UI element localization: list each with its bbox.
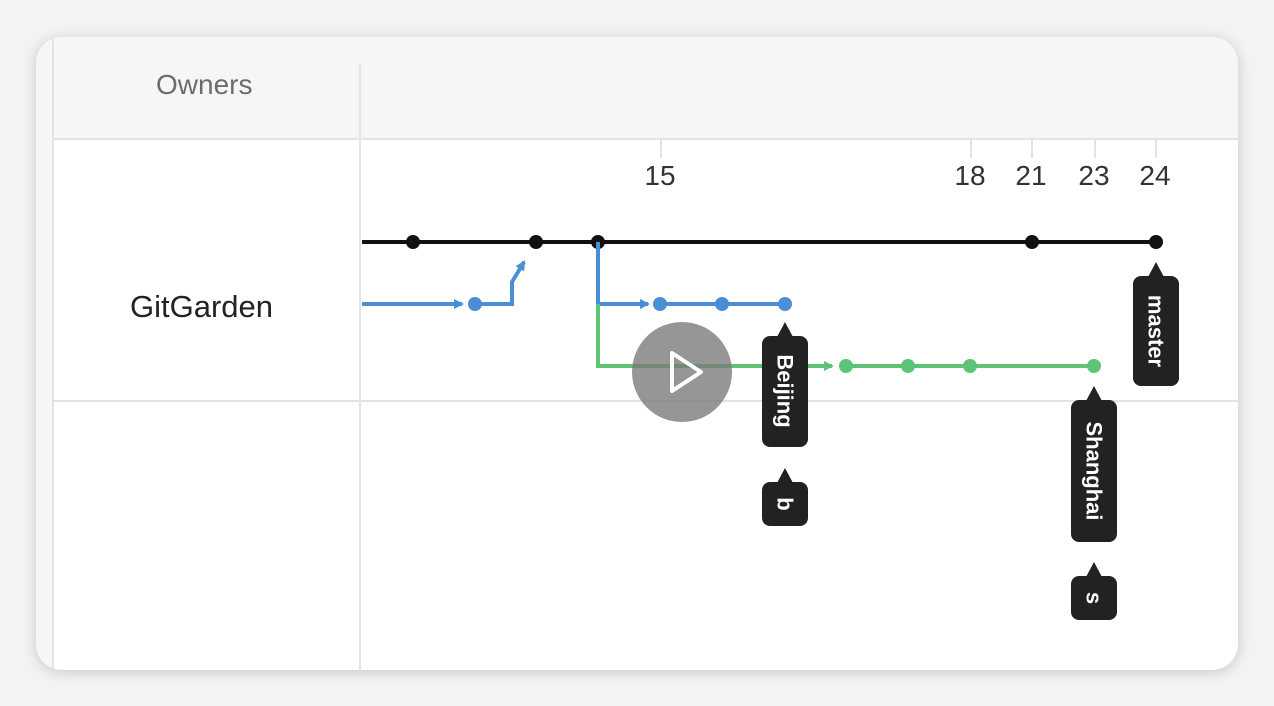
tag-label-text: b [773, 497, 798, 510]
branch-beijing [362, 242, 792, 311]
left-gutter [36, 37, 54, 670]
commit-node[interactable] [1025, 235, 1039, 249]
owners-column-header: Owners [156, 69, 253, 100]
commit-node[interactable] [901, 359, 915, 373]
shanghai-branch-line [596, 304, 834, 371]
commit-node[interactable] [963, 359, 977, 373]
timeline-ticks: 15 18 21 23 24 [644, 138, 1171, 191]
branch-label-master[interactable]: master [1133, 262, 1179, 386]
branch-label-text: Beijing [773, 354, 798, 427]
play-button[interactable] [632, 322, 732, 422]
tick-label: 18 [954, 160, 985, 191]
tick-label: 15 [644, 160, 675, 191]
owner-name-gitgarden: GitGarden [130, 289, 274, 324]
branch-master [362, 235, 1163, 249]
merge-arrow [475, 260, 526, 306]
beijing-branch-line [596, 242, 650, 309]
tag-label-text: s [1082, 592, 1107, 604]
commit-node[interactable] [406, 235, 420, 249]
branch-label-shanghai[interactable]: Shanghai [1071, 386, 1117, 542]
commit-node[interactable] [839, 359, 853, 373]
commit-node[interactable] [1087, 359, 1101, 373]
commit-node[interactable] [778, 297, 792, 311]
table-header: Owners [36, 37, 1238, 140]
tick-label: 24 [1139, 160, 1170, 191]
branch-shanghai [596, 304, 1101, 373]
commit-node[interactable] [653, 297, 667, 311]
column-divider [359, 63, 361, 670]
branch-label-beijing[interactable]: Beijing [762, 322, 808, 447]
commit-node[interactable] [1149, 235, 1163, 249]
branch-label-text: Shanghai [1082, 421, 1107, 520]
tick-label: 23 [1078, 160, 1109, 191]
play-icon [670, 351, 703, 393]
tag-label-s[interactable]: s [1071, 562, 1117, 620]
app-window: Owners GitGarden [36, 37, 1238, 670]
tag-label-b[interactable]: b [762, 468, 808, 526]
commit-node[interactable] [529, 235, 543, 249]
tick-label: 21 [1015, 160, 1046, 191]
commit-node[interactable] [715, 297, 729, 311]
branch-label-text: master [1144, 295, 1169, 368]
